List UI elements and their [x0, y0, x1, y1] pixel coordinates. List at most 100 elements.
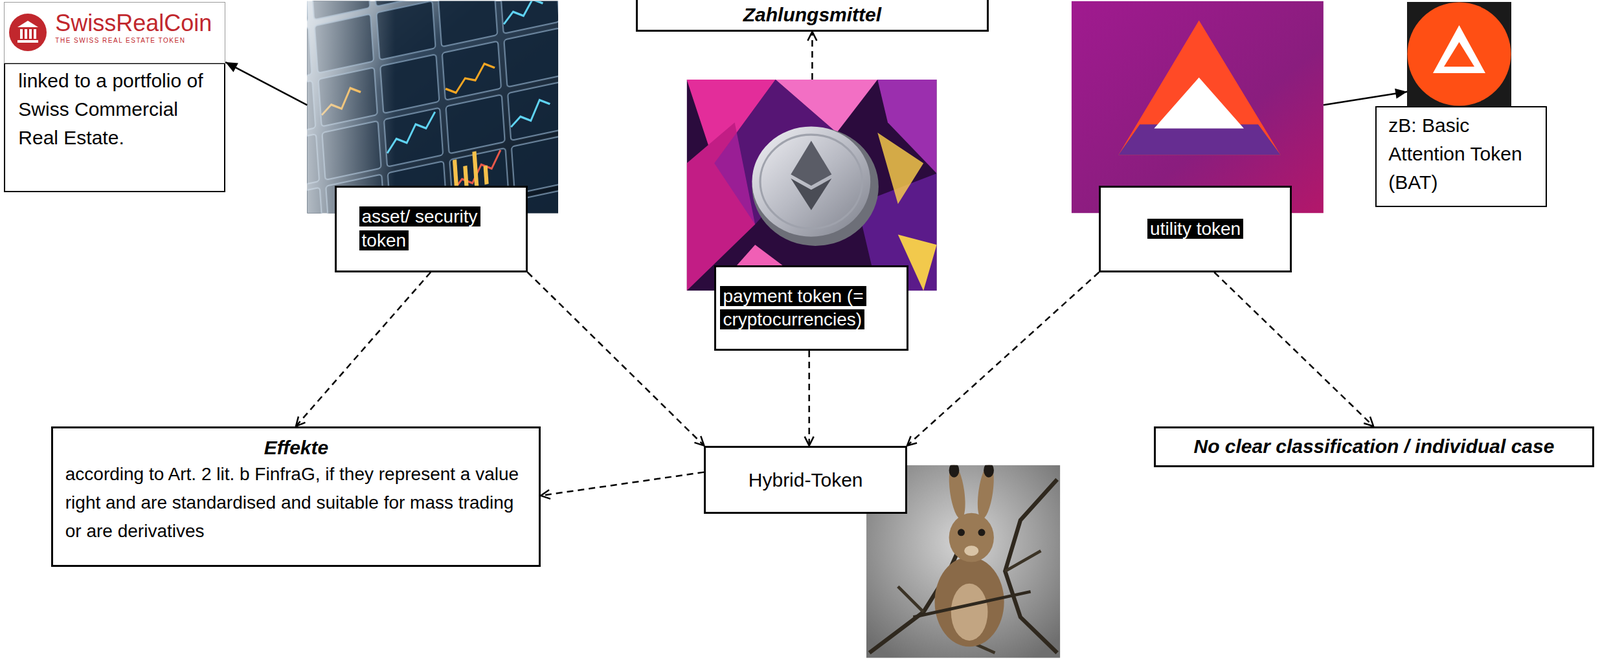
text-box: Zahlungsmittel	[635, 0, 989, 32]
token-node: utility token	[1071, 1, 1324, 273]
box-heading: Effekte	[65, 435, 528, 461]
hare-photo	[946, 465, 969, 521]
token-label: asset/ security token	[359, 206, 481, 250]
text-box: Hybrid-Token	[703, 446, 908, 515]
ethereum-coin-photo	[687, 79, 937, 291]
token-label: payment token (= cryptocurrencies)	[720, 286, 866, 330]
box-label: Zahlungsmittel	[743, 2, 882, 28]
label-box: asset/ security token	[334, 185, 528, 273]
hare-photo	[983, 465, 994, 478]
connector-arrow	[804, 350, 814, 447]
stock-chart-photo	[306, 1, 559, 214]
label-line: payment token (= cryptocurrencies)	[720, 284, 902, 333]
label-box: payment token (= cryptocurrencies)	[714, 265, 908, 351]
arrow-head	[694, 436, 704, 447]
brand-icon	[8, 12, 48, 52]
arrow-head	[804, 437, 814, 447]
connector-arrow	[1214, 272, 1374, 427]
bat-logo-image	[1153, 77, 1244, 129]
connector-arrow	[1323, 88, 1408, 106]
hare-photo	[964, 545, 979, 557]
ethereum-coin-photo	[751, 126, 871, 237]
brand-icon	[29, 29, 32, 39]
text-box: No clear classification / individual cas…	[1153, 426, 1594, 468]
connector-line	[295, 272, 431, 427]
hare-photo	[957, 529, 965, 537]
stock-chart-photo	[306, 1, 559, 214]
description-box: zB: Basic Attention Token (BAT)	[1375, 106, 1547, 208]
definition-box: Effekteaccording to Art. 2 lit. b Finfra…	[51, 426, 541, 568]
arrow-head	[1394, 88, 1408, 100]
brand-icon	[9, 13, 47, 52]
stock-chart-photo	[306, 1, 559, 214]
connector-line	[1214, 272, 1374, 427]
arrow-head	[225, 62, 239, 72]
connector-line	[907, 272, 1099, 447]
source-node: SwissRealCoinTHE SWISS REAL ESTATE TOKEN…	[3, 1, 226, 193]
box-label: Hybrid-Token	[748, 468, 864, 493]
box-label: No clear classification / individual cas…	[1193, 434, 1555, 460]
arrow-head	[907, 436, 917, 447]
bat-logo	[1407, 1, 1512, 107]
arrow-head	[1363, 416, 1374, 427]
bat-logo-image	[1071, 1, 1324, 214]
connector-line	[1323, 91, 1408, 105]
arrow-head	[295, 416, 305, 427]
description-box: linked to a portfolio of Swiss Commercia…	[3, 62, 226, 193]
bat-logo-image	[1071, 1, 1324, 214]
hare-photo	[935, 557, 1005, 648]
label-box: utility token	[1098, 185, 1292, 273]
hare-photo	[949, 513, 994, 563]
arrow-head	[807, 31, 817, 41]
label-holder: asset/ security token	[359, 205, 478, 253]
brand-icon	[17, 40, 39, 43]
connector-line	[811, 31, 814, 80]
box-body: according to Art. 2 lit. b FinfraG, if t…	[65, 460, 528, 546]
ethereum-coin-photo	[760, 134, 863, 229]
connector-line	[808, 350, 811, 447]
bat-logo-image	[1118, 124, 1281, 155]
brand-icon	[20, 29, 23, 39]
hare-photo	[977, 529, 985, 537]
bat-logo-image	[1118, 20, 1281, 156]
hare-photo	[912, 591, 1031, 618]
token-node: payment token (= cryptocurrencies)	[687, 79, 937, 351]
connector-arrow	[225, 62, 307, 105]
ethereum-coin-photo	[790, 141, 832, 186]
token-node: asset/ security token	[306, 1, 559, 273]
bat-logo	[1443, 42, 1475, 67]
hare-photo	[951, 584, 989, 642]
hare-photo	[974, 465, 997, 521]
connector-arrow	[295, 272, 431, 427]
bat-logo	[1407, 1, 1512, 107]
token-label: utility token	[1147, 218, 1244, 239]
connector-line	[527, 272, 705, 447]
ethereum-coin-photo	[790, 178, 832, 211]
description-text: zB: Basic Attention Token (BAT)	[1388, 111, 1538, 197]
bat-logo	[1407, 2, 1512, 107]
label-line: utility token	[1147, 217, 1244, 241]
label-holder: payment token (= cryptocurrencies)	[720, 284, 902, 333]
ethereum-coin-photo	[687, 79, 937, 291]
arrow-head	[540, 490, 551, 500]
brand-tagline: THE SWISS REAL ESTATE TOKEN	[55, 36, 221, 46]
connector-arrow	[807, 31, 817, 80]
label-line: asset/ security token	[359, 205, 478, 253]
stock-chart-photo	[306, 1, 559, 214]
description-text: linked to a portfolio of Swiss Commercia…	[18, 66, 217, 153]
brand-icon	[33, 29, 37, 39]
connector-arrow	[907, 272, 1099, 447]
ethereum-coin-photo	[877, 132, 924, 204]
connector-line	[540, 472, 704, 496]
brand-icon	[17, 20, 39, 28]
bat-logo	[1432, 25, 1486, 74]
connector-arrow	[527, 272, 705, 447]
connector-line	[225, 62, 307, 105]
example-node: zB: Basic Attention Token (BAT)	[1375, 1, 1547, 208]
connector-arrow	[540, 472, 704, 500]
stock-chart-photo	[306, 1, 559, 214]
logo-panel: SwissRealCoinTHE SWISS REAL ESTATE TOKEN	[3, 1, 226, 64]
hare-photo	[949, 465, 960, 478]
label-holder: utility token	[1147, 217, 1244, 241]
